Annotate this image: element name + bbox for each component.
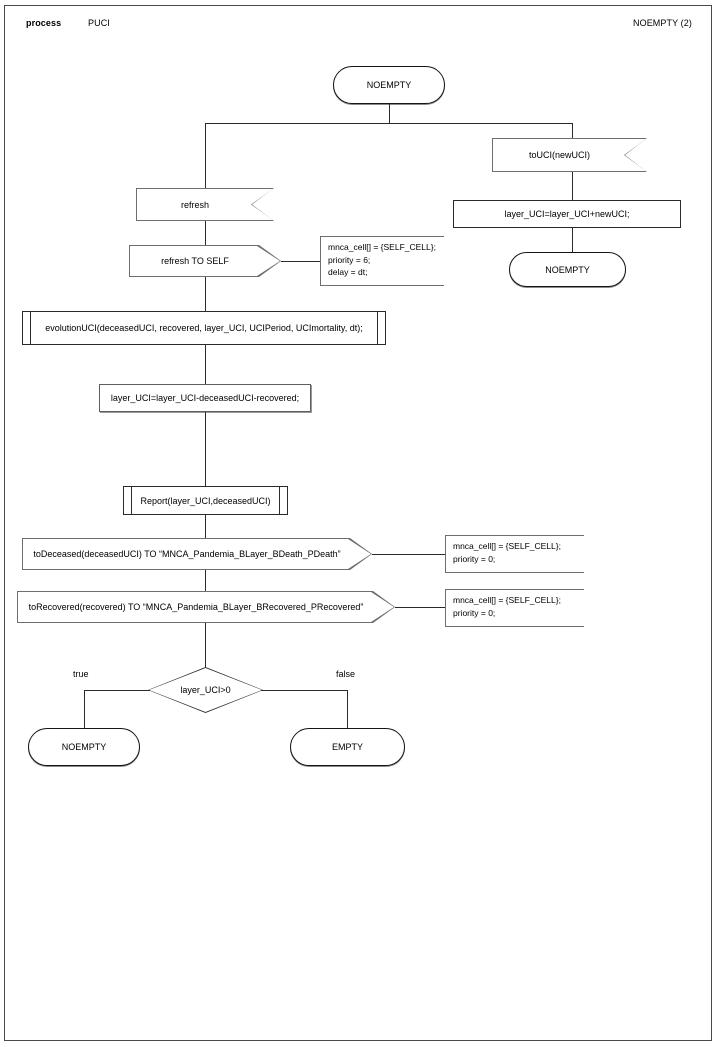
page-border bbox=[4, 5, 712, 1041]
output-refresh-to-self[interactable]: refresh TO SELF bbox=[129, 245, 281, 277]
connector-output2-to-output3 bbox=[205, 570, 206, 591]
header-kind: process bbox=[26, 18, 62, 28]
branch-label-false: false bbox=[336, 669, 356, 679]
procedure-bar-left bbox=[30, 312, 31, 344]
comment-line-1: mnca_cell[] = {SELF_CELL}; bbox=[453, 541, 561, 551]
comment-todeceased: mnca_cell[] = {SELF_CELL}; priority = 0; bbox=[445, 535, 584, 573]
task-layer-uci-add[interactable]: layer_UCI=layer_UCI+newUCI; bbox=[453, 200, 681, 228]
header-process-name: PUCI bbox=[88, 18, 110, 28]
input-touci[interactable]: toUCI(newUCI) bbox=[492, 138, 647, 172]
connector-comment-2 bbox=[372, 554, 446, 555]
comment-line-2: priority = 6; bbox=[328, 254, 371, 265]
connector-task1-to-proc2 bbox=[205, 412, 206, 486]
state-noempty-true[interactable]: NOEMPTY bbox=[28, 728, 140, 766]
connector-true-vertical bbox=[84, 690, 85, 728]
state-label: EMPTY bbox=[331, 742, 363, 752]
connector-false-horizontal bbox=[261, 690, 348, 691]
state-start-noempty[interactable]: NOEMPTY bbox=[333, 66, 445, 104]
output-symbol-shape bbox=[22, 538, 372, 570]
connector-right-down bbox=[572, 123, 573, 138]
decision-label: layer_UCI>0 bbox=[180, 685, 231, 695]
task-label: layer_UCI=layer_UCI-deceasedUCI-recovere… bbox=[110, 393, 300, 403]
state-noempty-end[interactable]: NOEMPTY bbox=[509, 252, 626, 287]
comment-torecovered: mnca_cell[] = {SELF_CELL}; priority = 0; bbox=[445, 589, 584, 627]
connector-refresh-to-output bbox=[205, 221, 206, 245]
connector-output3-to-decision bbox=[205, 623, 206, 667]
connector-task-to-endstate bbox=[572, 228, 573, 252]
procedure-bar-right bbox=[377, 312, 378, 344]
connector-start-stem bbox=[389, 104, 390, 123]
output-torecovered[interactable]: toRecovered(recovered) TO “MNCA_Pandemia… bbox=[17, 591, 395, 623]
state-empty-false[interactable]: EMPTY bbox=[290, 728, 405, 766]
connector-false-vertical bbox=[347, 690, 348, 728]
connector-output-to-proc1 bbox=[205, 277, 206, 311]
input-symbol-shape bbox=[492, 138, 647, 172]
output-todeceased[interactable]: toDeceased(deceasedUCI) TO “MNCA_Pandemi… bbox=[22, 538, 372, 570]
input-symbol-shape bbox=[136, 188, 274, 221]
state-label: NOEMPTY bbox=[366, 80, 412, 90]
output-label: refresh TO SELF bbox=[161, 256, 229, 266]
procedure-bar-right bbox=[279, 487, 280, 514]
output-label: toRecovered(recovered) TO “MNCA_Pandemia… bbox=[28, 602, 364, 612]
output-symbol-shape bbox=[17, 591, 395, 623]
input-label: refresh bbox=[180, 199, 209, 210]
connector-split-bar bbox=[205, 123, 573, 124]
state-label: NOEMPTY bbox=[61, 742, 107, 752]
comment-line-1: mnca_cell[] = {SELF_CELL}; bbox=[328, 242, 436, 252]
branch-label-true: true bbox=[73, 669, 89, 679]
comment-line-2: priority = 0; bbox=[453, 607, 496, 618]
procedure-label: evolutionUCI(deceasedUCI, recovered, lay… bbox=[45, 323, 363, 333]
state-label: NOEMPTY bbox=[545, 264, 590, 275]
procedure-bar-left bbox=[131, 487, 132, 514]
comment-line-2: priority = 0; bbox=[453, 553, 496, 564]
task-layer-uci-subtract[interactable]: layer_UCI=layer_UCI-deceasedUCI-recovere… bbox=[99, 384, 311, 412]
connector-left-down bbox=[205, 123, 206, 188]
procedure-call-evolutionuci[interactable]: evolutionUCI(deceasedUCI, recovered, lay… bbox=[22, 311, 386, 345]
input-label: toUCI(newUCI) bbox=[528, 150, 590, 160]
decision-layer-uci-gt-zero[interactable]: layer_UCI>0 bbox=[148, 667, 263, 713]
input-refresh[interactable]: refresh bbox=[136, 188, 274, 221]
connector-true-horizontal bbox=[84, 690, 150, 691]
comment-refresh-to-self: mnca_cell[] = {SELF_CELL}; priority = 6;… bbox=[320, 236, 444, 286]
connector-comment-1 bbox=[281, 261, 321, 262]
connector-touci-to-task bbox=[572, 172, 573, 200]
procedure-label: Report(layer_UCI,deceasedUCI) bbox=[140, 495, 271, 506]
output-label: toDeceased(deceasedUCI) TO “MNCA_Pandemi… bbox=[33, 549, 341, 559]
task-label: layer_UCI=layer_UCI+newUCI; bbox=[504, 209, 630, 219]
output-symbol-shape bbox=[129, 245, 281, 277]
header-state-reference: NOEMPTY (2) bbox=[633, 18, 692, 28]
connector-comment-3 bbox=[395, 607, 446, 608]
connector-proc1-to-task1 bbox=[205, 345, 206, 384]
comment-line-1: mnca_cell[] = {SELF_CELL}; bbox=[453, 595, 561, 605]
procedure-call-report[interactable]: Report(layer_UCI,deceasedUCI) bbox=[123, 486, 288, 515]
connector-proc2-to-output2 bbox=[205, 515, 206, 538]
comment-line-3: delay = dt; bbox=[328, 267, 368, 277]
